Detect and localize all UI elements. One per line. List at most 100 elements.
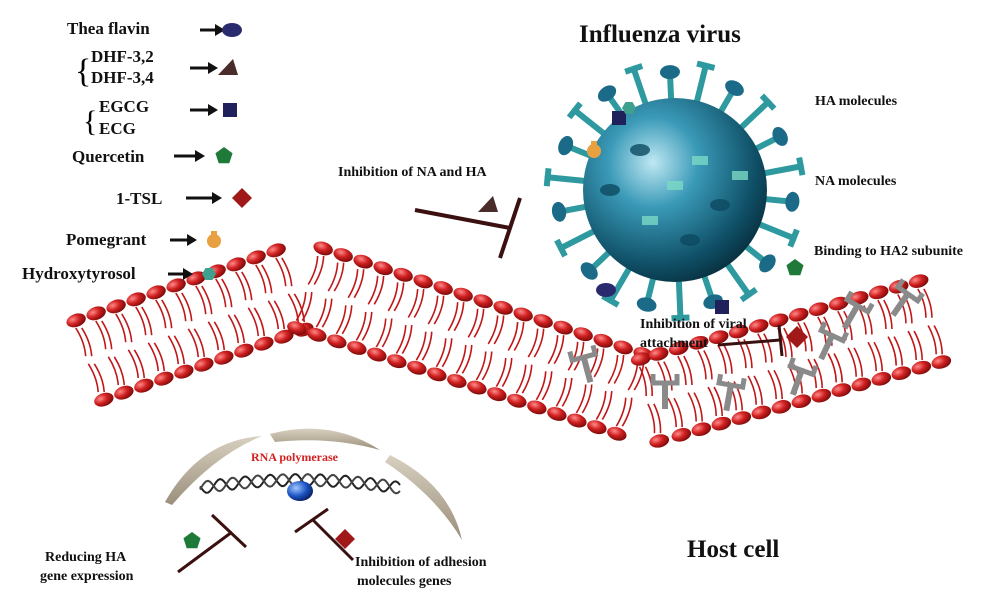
receptor <box>567 344 599 384</box>
lipid-pair <box>106 299 154 393</box>
inhibition-adhesion-genes-symbol <box>294 507 355 562</box>
lipid-pair <box>507 314 553 408</box>
ha-spike <box>566 101 612 141</box>
ha-spike <box>733 93 777 135</box>
inhibition-na-ha-symbol <box>414 197 522 259</box>
label-inhibition-na-ha: Inhibition of NA and HA <box>338 165 487 180</box>
na-spike <box>738 239 776 273</box>
pentagon-icon <box>183 532 201 549</box>
na-spike <box>747 126 788 155</box>
label-ha-molecules: HA molecules <box>815 94 898 109</box>
lipid-pair <box>146 285 194 379</box>
sialic-acid-receptors <box>567 278 925 412</box>
host-cell-membrane <box>66 241 952 448</box>
brace-egcg: { <box>83 105 97 138</box>
ha-spike <box>543 167 594 187</box>
label-molecules-genes: molecules genes <box>357 574 452 589</box>
pomegranate-icon <box>207 234 221 248</box>
legend-label-theaflavin: Thea flavin <box>67 19 150 38</box>
lipid-pair <box>447 294 493 388</box>
host-cell-label: Host cell <box>687 536 780 563</box>
ha-spike <box>601 260 636 308</box>
lipid-pair <box>688 335 732 431</box>
brace-dhf: { <box>75 53 91 90</box>
ha-spike <box>720 256 758 303</box>
title-influenza-virus: Influenza virus <box>579 21 741 48</box>
label-binding-ha2: Binding to HA2 subunite <box>814 244 963 259</box>
lipid-pair <box>487 307 533 402</box>
compound-icons <box>183 23 808 549</box>
ha-spike <box>755 156 806 178</box>
receptor <box>787 356 819 396</box>
lipid-pair <box>407 281 453 375</box>
ha-spike <box>692 60 716 111</box>
lipid-pair <box>848 291 892 386</box>
lipid-pair <box>186 271 234 365</box>
pentagon-icon <box>786 259 804 276</box>
lipid-pair <box>587 340 633 435</box>
diamond-icon <box>335 529 355 549</box>
lipid-pair <box>367 267 413 362</box>
square-icon <box>223 103 237 117</box>
inhibition-viral-attachment-symbol <box>717 324 784 357</box>
lipid-pair <box>868 285 912 381</box>
lipid-pair <box>567 333 613 428</box>
legend-label-quercetin: Quercetin <box>72 147 145 166</box>
lipid-pair <box>86 306 134 400</box>
square-icon <box>612 111 626 125</box>
hexagon-icon <box>622 101 636 115</box>
lipid-pair <box>327 254 373 349</box>
nuclear-envelope-top <box>270 428 380 450</box>
legend-arrows <box>168 24 225 280</box>
hexagon-icon <box>202 267 216 281</box>
ha-spike <box>554 225 603 258</box>
lipid-pair <box>708 330 752 425</box>
lipid-pair <box>467 300 513 395</box>
legend-label-dhf-32: DHF-3,2 <box>91 47 154 66</box>
legend-label-pomegrant: Pomegrant <box>66 230 147 249</box>
legend-label-egcg: EGCG <box>99 97 150 116</box>
receptor <box>650 374 680 409</box>
receptor <box>890 278 925 317</box>
rna-polymerase-molecule <box>287 481 313 501</box>
ha-spike <box>624 63 651 113</box>
diamond-icon <box>786 326 808 348</box>
lipid-pair <box>307 248 353 342</box>
label-na-molecules: NA molecules <box>815 174 897 189</box>
lipid-pair <box>427 287 473 382</box>
label-gene-expression: gene expression <box>40 569 134 584</box>
square-icon <box>715 300 729 314</box>
oval-icon <box>596 283 616 297</box>
lipid-pair <box>166 278 214 372</box>
lipid-pair <box>66 313 114 407</box>
label-inhibition-adhesion: Inhibition of adhesion <box>355 555 487 570</box>
receptor <box>817 321 850 361</box>
lipid-pair <box>828 296 872 392</box>
lipid-pair <box>908 274 952 369</box>
lipid-pair <box>226 257 274 351</box>
na-spike <box>580 245 617 280</box>
label-rna-polymerase: RNA polymerase <box>251 450 338 464</box>
lipid-pair <box>246 250 294 344</box>
lipid-pair <box>728 324 772 420</box>
pentagon-icon <box>215 147 233 164</box>
receptor <box>716 373 747 412</box>
pomegranate-icon <box>587 144 601 158</box>
lipid-pair <box>668 341 712 437</box>
triangle-icon <box>218 59 238 75</box>
ha-spike <box>671 271 690 322</box>
legend-label-dhf-34: DHF-3,4 <box>91 68 154 87</box>
lipid-pair <box>387 274 433 369</box>
label-inhibition-viral: Inhibition of viral <box>640 317 747 332</box>
label-attachment: attachment <box>640 336 708 351</box>
triangle-icon <box>478 196 498 212</box>
ha-spike <box>750 218 800 248</box>
lipid-pair <box>527 320 573 415</box>
virus-surface-markings <box>600 144 748 246</box>
lipid-pair <box>630 352 670 448</box>
lipid-pair <box>347 261 393 355</box>
lipid-pair <box>287 241 333 336</box>
na-spike <box>714 80 744 120</box>
inhibition-gene-expression-symbol <box>177 513 248 574</box>
